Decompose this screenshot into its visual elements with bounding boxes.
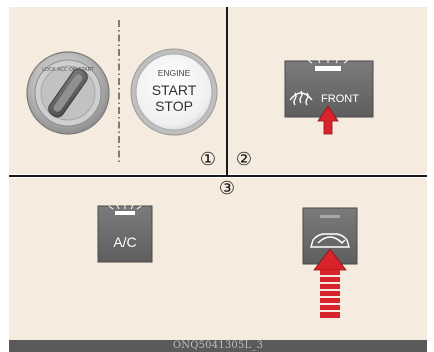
ignition-key-cylinder: LOCK ACC ON START: [27, 52, 109, 134]
step-marker-3: ③: [219, 178, 235, 199]
front-label: FRONT: [321, 93, 359, 105]
start-label: START: [152, 82, 197, 98]
cylinder-markings: LOCK ACC ON START: [42, 67, 94, 73]
bottom-panel-background: [9, 178, 427, 340]
step-marker-2: ②: [236, 149, 252, 170]
recirculation-indicator-light: [320, 215, 340, 218]
ac-button[interactable]: A/C: [98, 205, 152, 262]
step-marker-1: ①: [200, 149, 216, 170]
ac-label: A/C: [113, 234, 136, 250]
figure-code: ONQ5041305L_3: [9, 340, 427, 352]
engine-label: ENGINE: [158, 68, 191, 78]
engine-start-stop-button[interactable]: ENGINE START STOP: [131, 49, 217, 135]
stop-label: STOP: [155, 98, 193, 114]
